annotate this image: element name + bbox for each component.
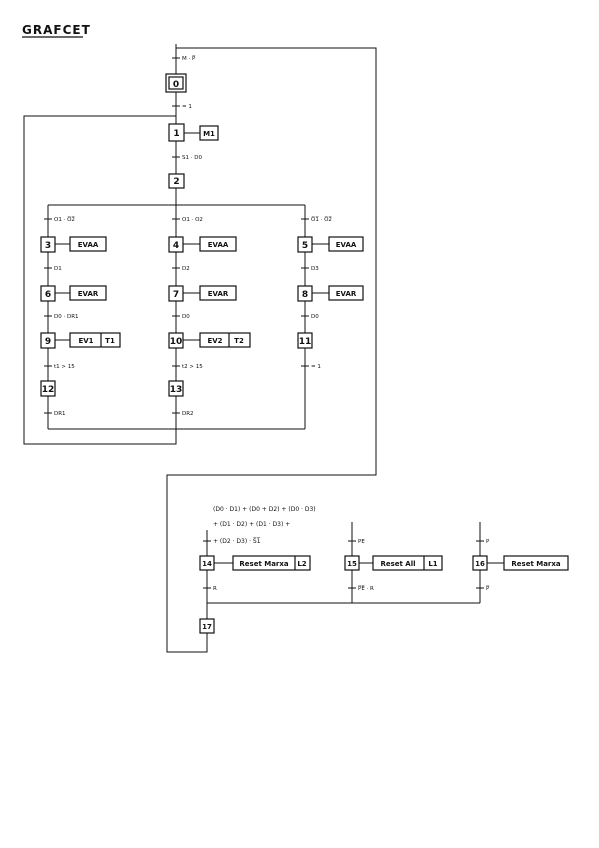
step-number: 2 xyxy=(173,177,179,187)
transition-label: D3 xyxy=(311,266,319,272)
page-title: GRAFCET xyxy=(22,23,91,37)
transition-label: D1 xyxy=(54,266,62,272)
step-number: 10 xyxy=(170,337,183,347)
action-label: EV1 xyxy=(78,337,93,345)
step-number: 3 xyxy=(45,241,51,251)
transition-label: D2 xyxy=(182,266,190,272)
timer-label: T1 xyxy=(105,337,115,345)
step-1: 1 xyxy=(168,123,185,142)
step-13: 13 xyxy=(168,380,184,397)
step-0: 0 xyxy=(165,73,187,93)
transition-equation-line-2: + (D1 · D2) + (D1 · D3) + xyxy=(213,521,290,528)
step-number: 12 xyxy=(42,385,55,395)
transition-equation-line-3: + (D2 · D3) · S̅1̅ xyxy=(213,538,261,545)
step-number: 14 xyxy=(202,560,212,568)
step-16: 16 xyxy=(472,555,488,571)
step-7: 7 xyxy=(168,285,184,302)
transition-label: D0 xyxy=(311,314,319,320)
transition-label: DR2 xyxy=(182,411,194,417)
action-label: Reset All xyxy=(380,560,415,568)
transition-label: = 1 xyxy=(311,364,321,370)
action-label: EVAA xyxy=(208,241,229,249)
step-number: 11 xyxy=(299,337,312,347)
transition-label: DR1 xyxy=(54,411,66,417)
step-number: 8 xyxy=(302,290,308,300)
transition-label: P̅E̅ · R xyxy=(358,585,374,592)
action-label: EV2 xyxy=(207,337,222,345)
action-label: EVAR xyxy=(208,290,229,298)
action-label: EVAR xyxy=(336,290,357,298)
step-number: 17 xyxy=(202,623,212,631)
transition-label: O1 · O̅2̅ xyxy=(54,216,76,223)
timer-label: T2 xyxy=(234,337,244,345)
connection-lines xyxy=(23,44,504,653)
action-label: EVAR xyxy=(78,290,99,298)
lamp-label: L1 xyxy=(428,560,437,568)
step-8: 8 xyxy=(297,285,313,302)
transition-label: P xyxy=(486,539,490,545)
transition-label: O̅1̅ · O̅2̅ xyxy=(311,216,333,223)
step-9: 9 xyxy=(40,332,56,349)
step-4: 4 xyxy=(168,236,184,253)
transition-ticks xyxy=(44,57,484,589)
transition-label: t2 > 15 xyxy=(182,364,203,370)
step-14: 14 xyxy=(199,555,215,571)
step-12: 12 xyxy=(40,380,56,397)
step-number: 9 xyxy=(45,337,51,347)
action-label: Reset Marxa xyxy=(239,560,288,568)
transition-label: R xyxy=(213,586,217,592)
transition-label: M · P̅ xyxy=(182,55,196,62)
transition-label: = 1 xyxy=(182,104,192,110)
action-label: Reset Marxa xyxy=(511,560,560,568)
step-number: 4 xyxy=(173,241,179,251)
step-11: 11 xyxy=(297,332,313,349)
step-number: 15 xyxy=(347,560,357,568)
step-2: 2 xyxy=(168,173,185,189)
transition-label: D0 · DR1 xyxy=(54,314,79,320)
step-number: 5 xyxy=(302,241,308,251)
step-number: 16 xyxy=(475,560,485,568)
lamp-label: L2 xyxy=(297,560,306,568)
transition-label: P̅ xyxy=(486,585,490,592)
action-boxes xyxy=(69,125,569,571)
action-label: M1 xyxy=(203,130,215,138)
action-label: EVAA xyxy=(78,241,99,249)
step-number: 1 xyxy=(173,129,179,139)
step-number: 6 xyxy=(45,290,51,300)
transition-label: t1 > 15 xyxy=(54,364,75,370)
step-number: 7 xyxy=(173,290,179,300)
transition-label: D0 xyxy=(182,314,190,320)
step-10: 10 xyxy=(168,332,184,349)
transition-label: PE xyxy=(358,539,365,545)
step-15: 15 xyxy=(344,555,360,571)
step-number: 13 xyxy=(170,385,183,395)
step-17: 17 xyxy=(199,618,215,634)
step-6: 6 xyxy=(40,285,56,302)
action-label: EVAA xyxy=(336,241,357,249)
step-5: 5 xyxy=(297,236,313,253)
step-number: 0 xyxy=(173,80,179,90)
transition-label: O1 · O2 xyxy=(182,217,203,223)
step-3: 3 xyxy=(40,236,56,253)
transition-equation-line-1: (D0 · D1) + (D0 + D2) + (D0 · D3) xyxy=(213,506,316,513)
transition-label: S1 · D0 xyxy=(182,155,202,161)
